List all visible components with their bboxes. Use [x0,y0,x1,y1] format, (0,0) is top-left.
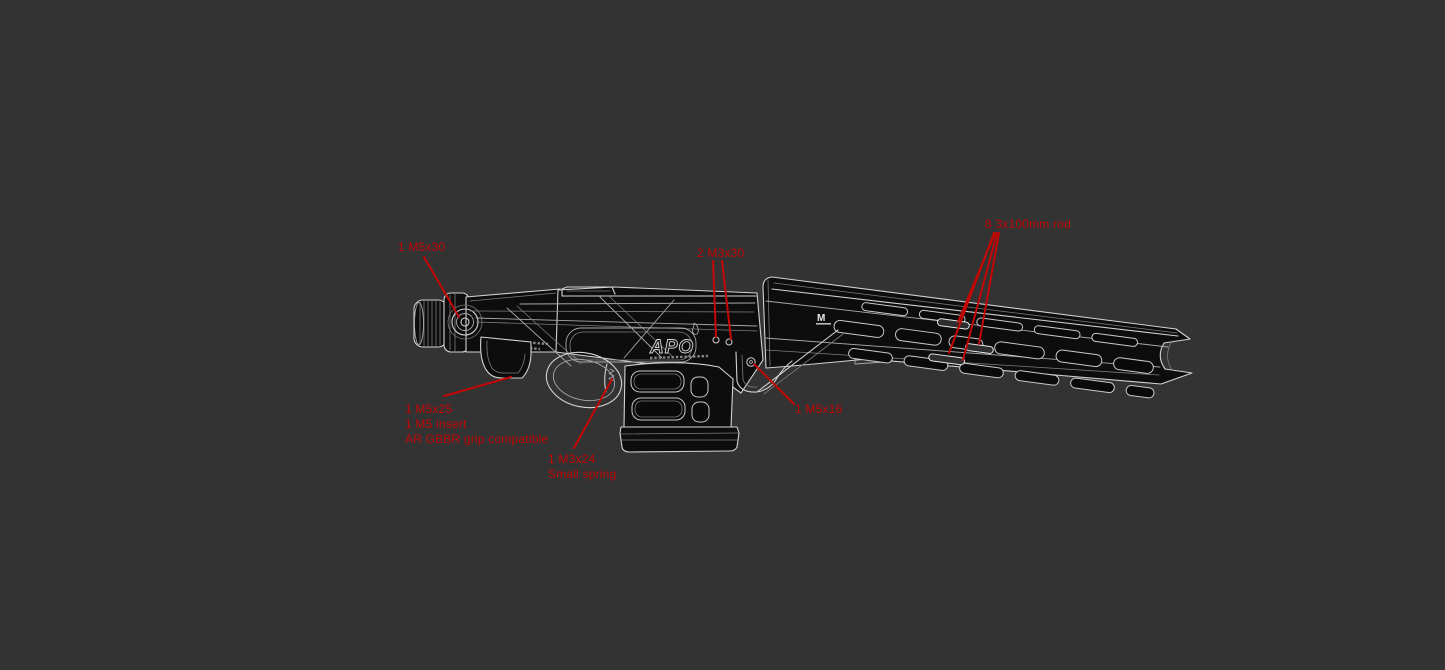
mag-baseplate [619,426,740,453]
apo-logo: APO [649,322,709,360]
m3x30-hole-right [725,338,733,346]
leader-m3x30-b [721,260,732,340]
annotation-line: 1 M5x25 [405,402,453,416]
mlok-slots [833,302,1155,399]
leader-rod-d [978,232,1000,345]
magazine [619,362,740,453]
mlok-logo-icon: M [816,313,831,325]
annotation-line: 1 M5 insert [405,417,467,431]
rod-end-3 [928,353,966,366]
leader-lines [423,232,1000,449]
annotation-line: 1 M3x24 [548,452,596,466]
trigger-guard [545,351,623,409]
grip-mount [480,336,532,379]
leader-rod-b [948,232,995,354]
rod-end-1 [937,318,970,330]
leader-m5x30 [423,256,460,318]
bore-line [475,317,758,327]
annotation-line: 2 M3x30 [697,246,745,260]
leader-m3x30-a [712,260,717,338]
svg-text:M: M [817,313,825,324]
annotation-line: 1 M5x16 [795,402,843,416]
annotation-line: AR GBBR grip compatible [405,432,549,446]
annotation-m5x25: 1 M5x25 1 M5 insert AR GBBR grip compati… [405,402,548,447]
muzzle-notch [1167,340,1173,371]
leader-m5x16 [753,363,795,405]
handguard: M [762,276,1193,399]
annotation-m5x30: 1 M5x30 [398,240,445,255]
rear-knob [413,299,448,348]
scope-rail-step [561,286,616,297]
leader-m3x24 [573,378,613,449]
annotation-m3x24: 1 M3x24 Small spring [548,452,616,482]
leader-m5x25 [443,376,512,397]
annotation-line: 1 M5x30 [398,240,446,254]
annotation-m5x16: 1 M5x16 [795,402,842,417]
annotation-rod: 8 3x100mm rod [985,217,1071,232]
annotation-m3x30: 2 M3x30 [697,246,744,261]
apo-logo-text: APO [649,337,694,358]
leader-rod-c [962,232,998,361]
flame-icon [692,322,699,335]
annotation-line: 8 3x100mm rod [985,217,1071,231]
rod-end-2 [964,343,994,354]
annotation-line: Small spring [548,467,617,481]
